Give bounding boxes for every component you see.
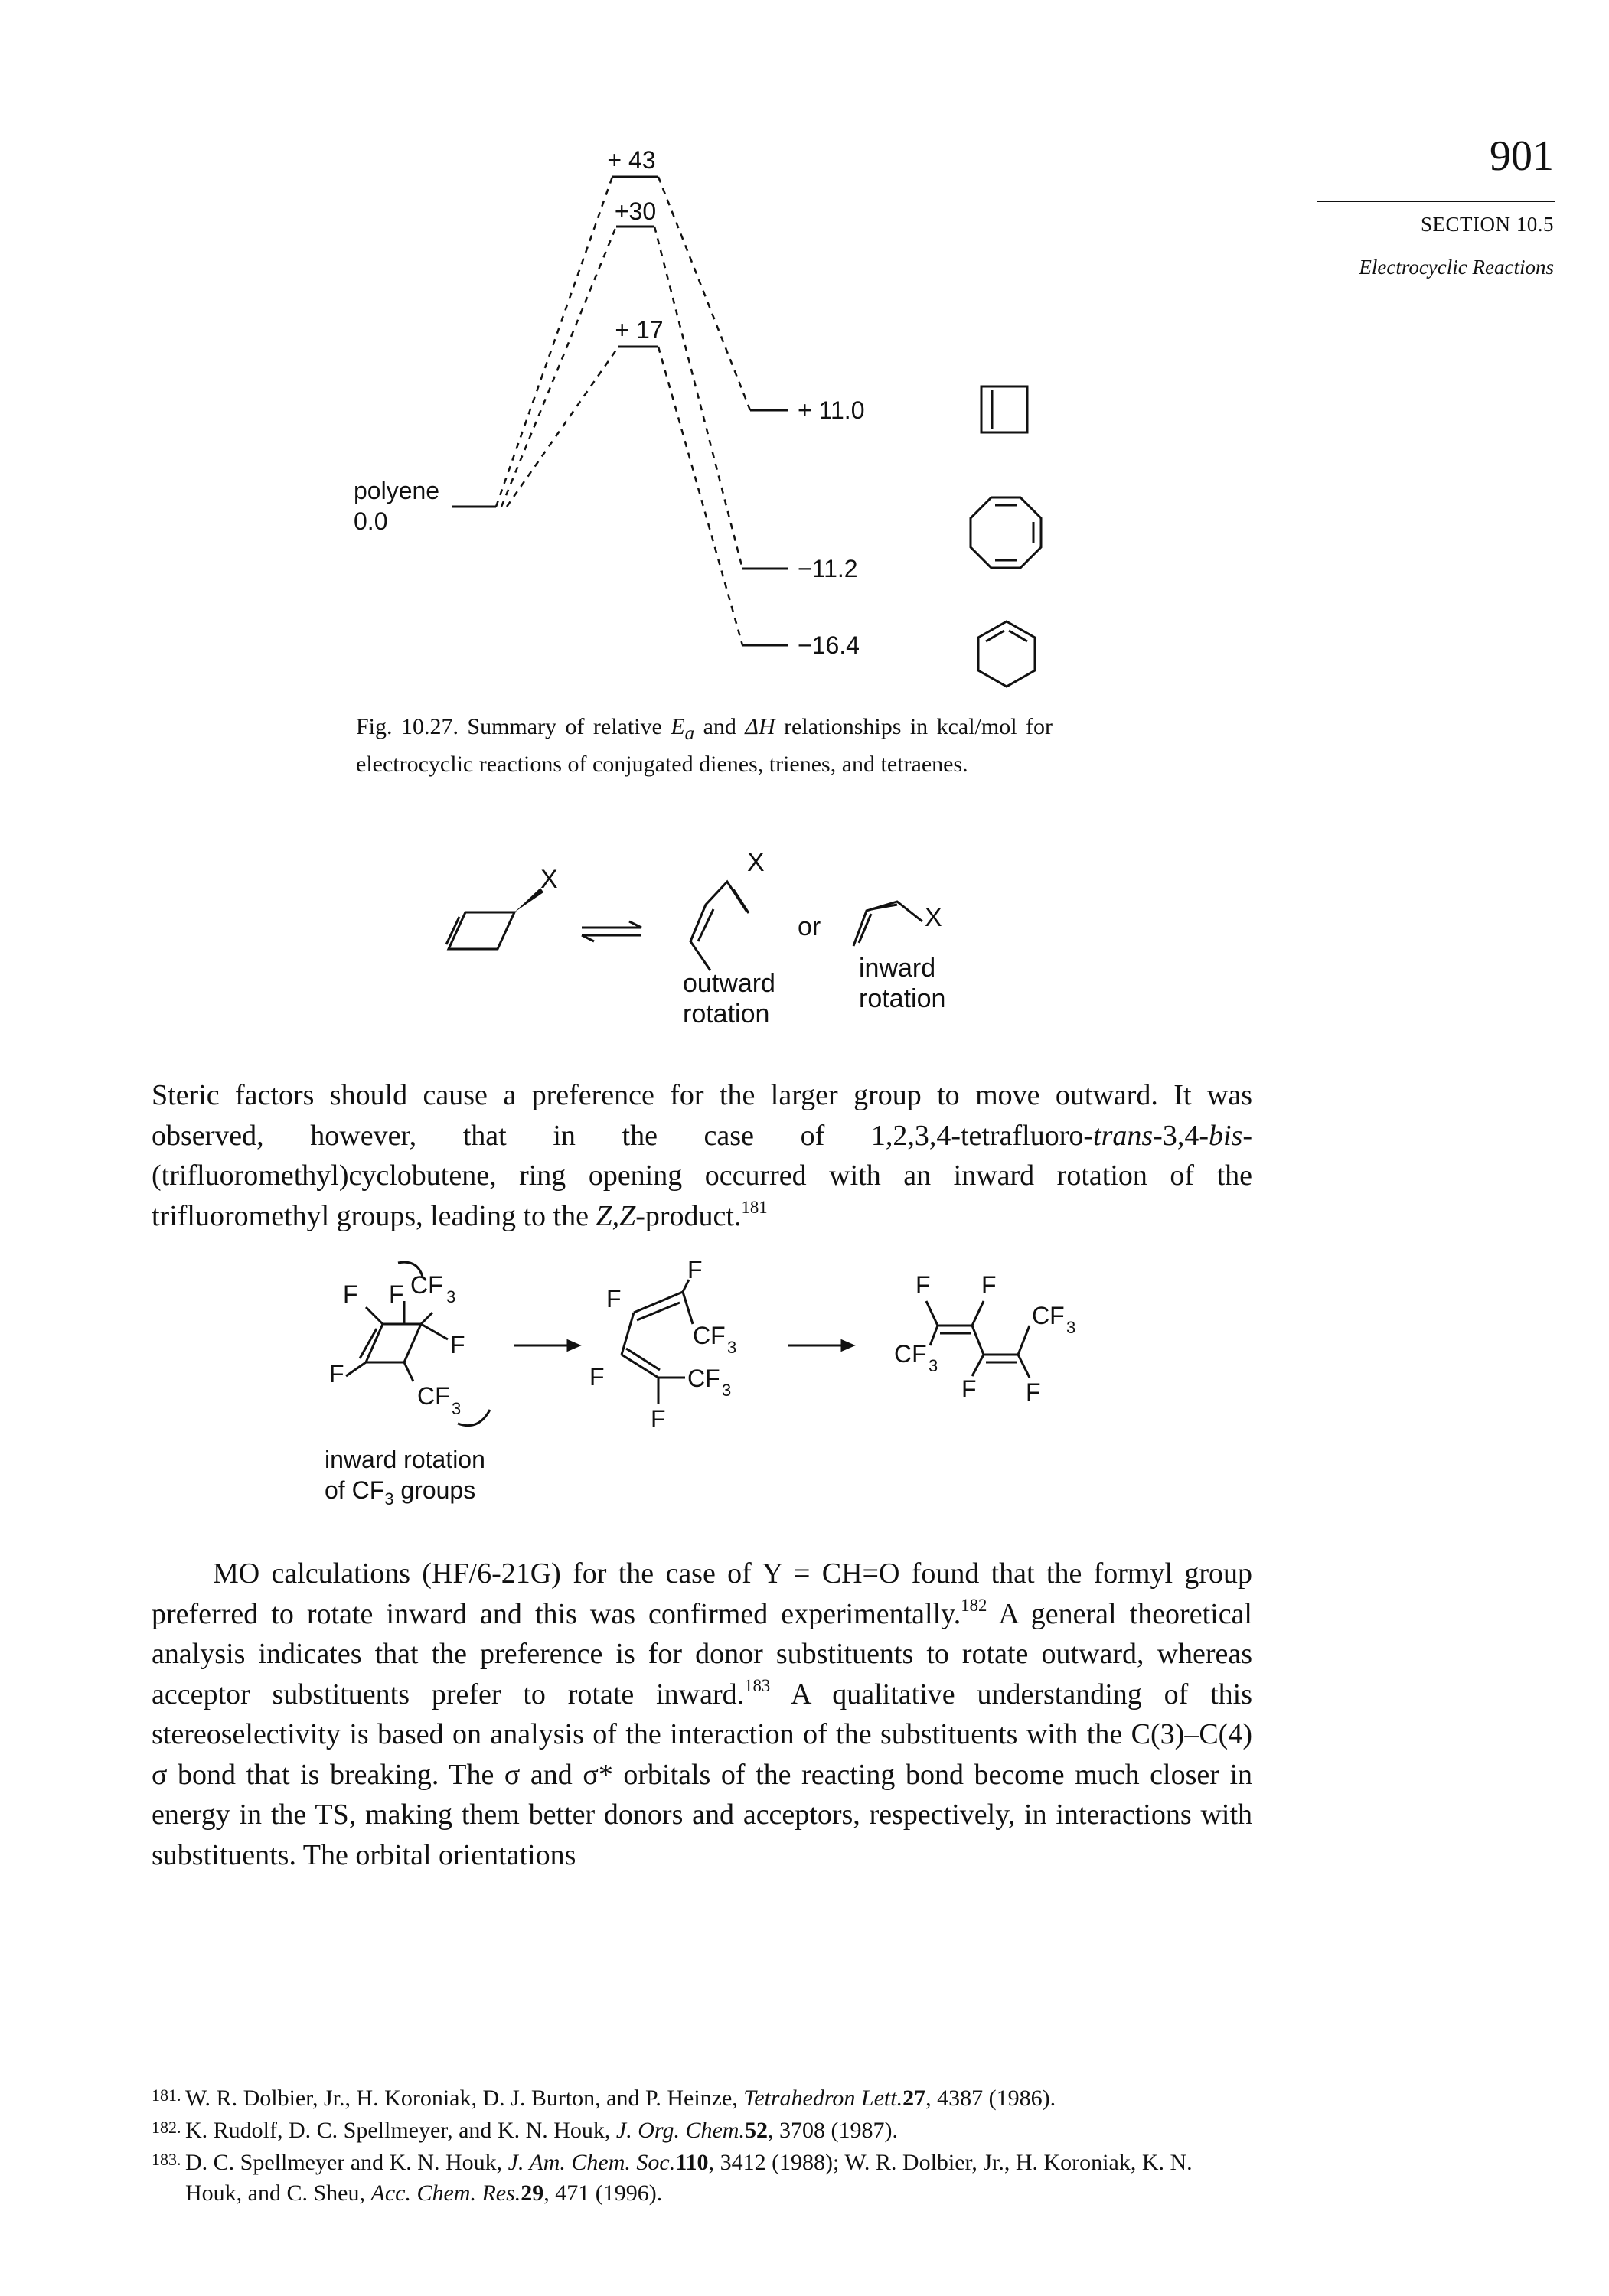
inward-label: inward (859, 954, 935, 983)
fluorine-label: F (651, 1405, 666, 1433)
cf3-scheme: F F CF 3 F F CF 3 F F CF 3 CF 3 F F F F … (325, 1256, 1075, 1508)
scheme-caption: of CF3 groups (325, 1476, 475, 1508)
footnote: 183.D. C. Spellmeyer and K. N. Houk, J. … (152, 2148, 1252, 2209)
citation: 183 (744, 1675, 771, 1695)
footnote-number: 181. (152, 2086, 181, 2105)
fluorine-label: F (389, 1280, 404, 1308)
ts-30-label: +30 (615, 197, 656, 225)
section-label: SECTION 10.5 (1421, 213, 1554, 236)
outward-label: rotation (683, 1000, 769, 1029)
caption-text: and (694, 714, 746, 739)
fluorine-label: F (915, 1271, 931, 1299)
polyene-label: polyene (354, 477, 439, 504)
x-substituent-label: X (747, 848, 765, 877)
energy-diagram: + 43 +30 + 17 + 11.0 −11.2 −16.4 polyene… (354, 146, 1043, 688)
cf3-subscript: 3 (1066, 1318, 1075, 1337)
ts-17-label: + 17 (615, 316, 663, 344)
or-label: or (798, 912, 821, 941)
cyclobutene-structure-icon (980, 385, 1029, 434)
section-title: Electrocyclic Reactions (1359, 256, 1554, 279)
cf3-label: CF (410, 1271, 443, 1299)
cf3-subscript: 3 (722, 1381, 731, 1400)
cf3-subscript: 3 (446, 1287, 455, 1306)
x-substituent-label: X (540, 865, 558, 894)
cyclobutene-ring (446, 911, 517, 951)
cf3-subscript: 3 (452, 1399, 461, 1418)
fluorine-label: F (329, 1360, 344, 1388)
cf3-label: CF (693, 1322, 726, 1349)
fluorine-label: F (343, 1280, 358, 1308)
cf3-label: CF (417, 1382, 450, 1410)
caption-text: relationships in kcal/mol for electrocyc… (356, 714, 1053, 777)
fluorine-label: F (687, 1256, 703, 1283)
figure-caption: Fig. 10.27. Summary of relative Ea and Δ… (356, 712, 1053, 780)
cyclooctatriene-structure-icon (969, 496, 1043, 569)
fluorine-label: F (589, 1363, 605, 1391)
activation-energy-subscript: a (684, 723, 695, 744)
header-rule (1317, 201, 1555, 202)
polyene-energy-label: 0.0 (354, 507, 387, 535)
page-number: 901 (1490, 132, 1554, 180)
activation-energy-symbol: E (671, 714, 685, 739)
outward-label: outward (683, 969, 775, 998)
cf3-label: CF (1032, 1302, 1065, 1329)
citation: 181 (741, 1197, 768, 1217)
cf3-subscript: 3 (727, 1338, 736, 1357)
footnote: 182.K. Rudolf, D. C. Spellmeyer, and K. … (152, 2115, 1252, 2146)
body-paragraph: MO calculations (HF/6-21G) for the case … (152, 1557, 1252, 1871)
fluorine-label: F (981, 1271, 997, 1299)
cyclobutene-energy-label: + 11.0 (798, 396, 864, 424)
scheme-caption: inward rotation (325, 1446, 485, 1473)
footnote-number: 183. (152, 2150, 181, 2169)
x-substituent-label: X (925, 903, 942, 932)
cyclooctatriene-energy-label: −11.2 (798, 555, 858, 582)
rotation-scheme: X X X or outward rotation inward rotatio… (445, 848, 945, 1029)
citation: 182 (961, 1595, 987, 1615)
ts-43-label: + 43 (607, 146, 655, 174)
cf3-label: CF (894, 1340, 927, 1368)
footnote-number: 182. (152, 2118, 181, 2137)
cyclohexadiene-structure-icon (977, 620, 1036, 688)
cf3-label: CF (687, 1365, 720, 1392)
cf3-subscript: 3 (929, 1356, 938, 1375)
fluorine-label: F (961, 1375, 977, 1403)
wedge-bond (514, 888, 543, 912)
fluorine-label: F (1026, 1378, 1041, 1406)
caption-text: Fig. 10.27. Summary of relative (356, 714, 671, 739)
fluorine-label: F (606, 1285, 622, 1313)
footnote: 181.W. R. Dolbier, Jr., H. Koroniak, D. … (152, 2083, 1252, 2114)
enthalpy-symbol: ΔH (745, 714, 775, 739)
fluorine-label: F (450, 1331, 465, 1358)
body-paragraph: Steric factors should cause a preference… (152, 1079, 1252, 1232)
inward-label: rotation (859, 984, 945, 1013)
cyclohexadiene-energy-label: −16.4 (798, 631, 860, 659)
